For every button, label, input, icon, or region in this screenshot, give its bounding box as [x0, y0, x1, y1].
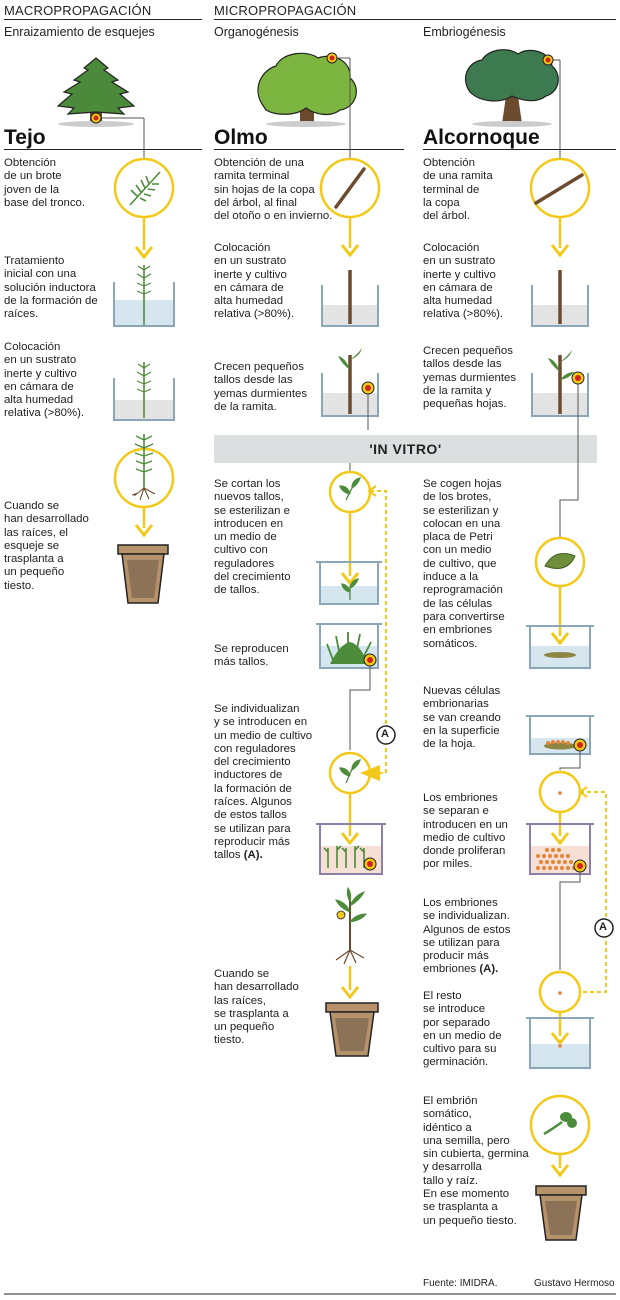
olmo-step-6-text: Se individualizan y se introducen en un …: [214, 703, 313, 862]
olmo-sprouting-jar-icon: [321, 348, 379, 417]
olmo-step-2: Colocación en un sustrato inerte y culti…: [214, 242, 295, 321]
alcornoque-substrate-jar-icon: [531, 270, 589, 327]
tejo-step-2: Tratamiento inicial con una solución ind…: [4, 255, 98, 321]
in-vitro-band: [214, 435, 597, 463]
alcornoque-pot-icon: [535, 1185, 587, 1241]
tejo-step-4: Cuando se han desarrollado las raíces, e…: [4, 500, 89, 592]
olmo-step-6: Se individualizan y se introducen en un …: [214, 703, 324, 863]
source-credit: Fuente: IMIDRA.: [423, 1278, 498, 1289]
olmo-pot-icon: [325, 1002, 379, 1057]
alcornoque-germination-box-icon: [526, 1017, 594, 1069]
cork-oak-tree-icon: [465, 49, 559, 127]
alcornoque-step-4: Se cogen hojas de los brotes, se esteril…: [423, 478, 505, 650]
micro-rule: [214, 19, 616, 20]
ref-a-olmo-label: A: [381, 728, 389, 740]
olmo-culture-box-1-icon: [316, 561, 382, 605]
tejo-step-1: Obtención de un brote joven de la base d…: [4, 157, 86, 209]
ref-a-olmo-circle: [376, 725, 396, 745]
germinated-embryo-icon: [543, 1112, 577, 1136]
alcornoque-step-7-text: Los embriones se individualizan. Algunos…: [423, 897, 511, 976]
author-credit: Gustavo Hermoso: [534, 1278, 615, 1289]
alcornoque-step-3: Crecen pequeños tallos desde las yemas d…: [423, 345, 517, 411]
alcornoque-step-2: Colocación en un sustrato inerte y culti…: [423, 242, 504, 321]
alcornoque-step-8: El resto se introduce por separado en un…: [423, 990, 502, 1069]
tejo-rooted-plant-icon: [131, 434, 156, 501]
alcornoque-step-5: Nuevas células embrionarias se van crean…: [423, 685, 501, 751]
species-title-alcornoque: Alcornoque: [423, 126, 540, 149]
species-title-tejo: Tejo: [4, 126, 46, 149]
macro-header: MACROPROPAGACIÓN: [4, 3, 152, 18]
olmo-step-3: Crecen pequeños tallos desde las yemas d…: [214, 361, 308, 413]
in-vitro-label: 'IN VITRO': [369, 441, 442, 457]
alcornoque-rule: [423, 149, 616, 150]
subtitle-embriogenesis: Embriogénesis: [423, 25, 506, 39]
ref-a-alcornoque-label: A: [599, 921, 607, 933]
alcornoque-petri-dish-1-icon: [526, 625, 594, 669]
alcornoque-sprouting-jar-icon: [531, 350, 589, 417]
olmo-step-4: Se cortan los nuevos tallos, se esterili…: [214, 478, 291, 597]
subtitle-organogenesis: Organogénesis: [214, 25, 299, 39]
tejo-pot-icon: [117, 544, 169, 604]
alcornoque-step-7-ref: (A).: [479, 963, 499, 976]
alcornoque-step-1: Obtención de una ramita terminal de la c…: [423, 157, 493, 223]
olmo-rooted-plant-icon: [335, 886, 367, 965]
olmo-step-7: Cuando se han desarrollado las raíces, s…: [214, 968, 299, 1047]
alcornoque-step-7: Los embriones se individualizan. Algunos…: [423, 897, 523, 977]
ref-a-alcornoque-circle: [594, 918, 614, 938]
tejo-shoot-circle: [113, 157, 175, 219]
elm-tree-icon: [257, 52, 357, 127]
tejo-solution-jar-icon: [113, 265, 175, 327]
subtitle-macro: Enraizamiento de esquejes: [4, 25, 155, 39]
olmo-step-1: Obtención de una ramita terminal sin hoj…: [214, 157, 333, 223]
olmo-step-6-ref: (A).: [243, 849, 263, 862]
micro-header: MICROPROPAGACIÓN: [214, 3, 357, 18]
alcornoque-proliferation-box-icon: [526, 823, 594, 875]
olmo-step-5: Se reproducen más tallos.: [214, 643, 289, 669]
alcornoque-step-6: Los embriones se separan e introducen en…: [423, 792, 508, 871]
tejo-rule: [4, 149, 202, 150]
alcornoque-petri-dish-2-icon: [526, 715, 594, 755]
olmo-culture-box-2-icon: [316, 623, 382, 669]
species-title-olmo: Olmo: [214, 126, 268, 149]
olmo-substrate-jar-icon: [321, 270, 379, 327]
alcornoque-step-9: El embrión somático, idéntico a una semi…: [423, 1095, 529, 1227]
olmo-rooting-box-icon: [316, 823, 386, 875]
olmo-rule: [214, 149, 404, 150]
tejo-step-3: Colocación en un sustrato inerte y culti…: [4, 341, 85, 420]
tejo-substrate-jar-icon: [113, 362, 175, 421]
yew-tree-icon: [56, 57, 136, 127]
macro-rule: [4, 19, 202, 20]
